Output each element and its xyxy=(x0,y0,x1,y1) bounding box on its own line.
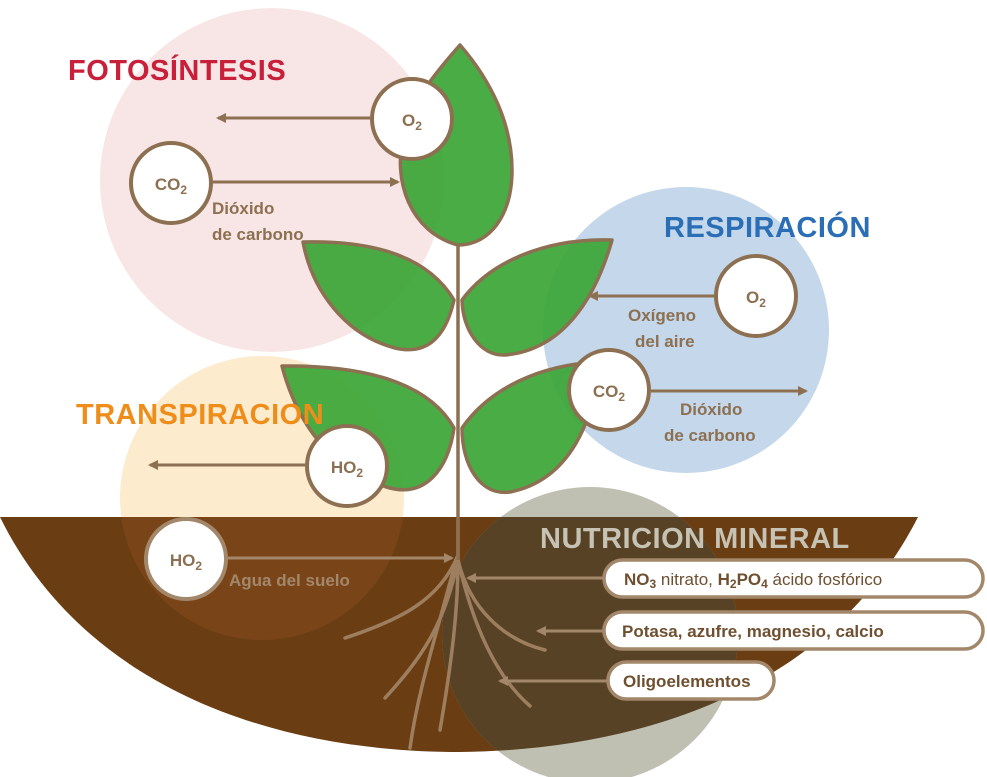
respiracion-o2-label-2: del aire xyxy=(635,332,695,351)
transpiracion-title: TRANSPIRACION xyxy=(76,399,324,431)
molecule-circles xyxy=(129,77,798,508)
soil-arrows xyxy=(228,553,608,686)
respiracion-co2-label-2: de carbono xyxy=(664,426,756,445)
nutrient3-text: Oligoelementos xyxy=(623,672,751,691)
nutrient-pills xyxy=(602,558,985,701)
soil-water-label: Agua del suelo xyxy=(229,571,350,590)
nutrient1-text: NO3 nitrato, H2PO4 ácido fosfórico xyxy=(624,570,882,591)
soil-ho2-circle xyxy=(144,517,228,601)
upper-left-leaf xyxy=(301,240,456,352)
transpiracion-ho2-circle xyxy=(305,424,389,508)
nutricion-title: NUTRICION MINERAL xyxy=(540,523,850,555)
upper-right-leaf xyxy=(460,238,614,357)
lower-right-leaf xyxy=(460,360,600,494)
lower-left-leaf xyxy=(280,364,456,492)
respiracion-co2-label-1: Dióxido xyxy=(680,400,742,419)
respiracion-o2-label-1: Oxígeno xyxy=(628,306,696,325)
nutrient2-pill xyxy=(602,610,985,651)
respiracion-o2-text: O2 xyxy=(746,288,766,310)
transpiracion-ho2-text: HO2 xyxy=(331,458,364,480)
fotosintesis-co2-label-1: Dióxido xyxy=(212,199,274,218)
fotosintesis-co2-circle xyxy=(129,141,213,225)
fotosintesis-o2-circle xyxy=(370,77,454,161)
respiracion-co2-text: CO2 xyxy=(593,382,626,404)
fotosintesis-o2-text: O2 xyxy=(402,111,422,133)
roots xyxy=(343,518,547,750)
arrows xyxy=(148,113,808,470)
respiracion-title: RESPIRACIÓN xyxy=(664,210,871,244)
fotosintesis-co2-label-2: de carbono xyxy=(212,225,304,244)
respiracion-co2-circle xyxy=(567,348,651,432)
nutrient3-pill xyxy=(606,660,776,701)
nutrient1-pill xyxy=(602,558,985,599)
fotosintesis-co2-text: CO2 xyxy=(155,175,188,197)
respiracion-o2-circle xyxy=(714,254,798,338)
nutrient2-text: Potasa, azufre, magnesio, calcio xyxy=(622,622,884,641)
fotosintesis-title: FOTOSÍNTESIS xyxy=(68,53,286,87)
soil-ho2-text: HO2 xyxy=(170,551,203,573)
